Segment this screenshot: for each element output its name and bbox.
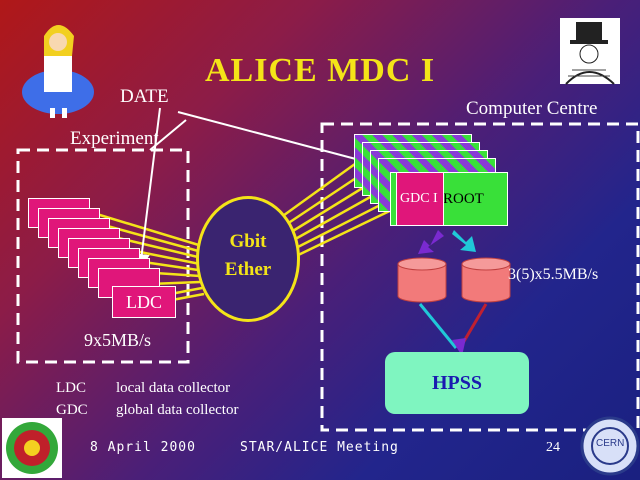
- slide-title: ALICE MDC I: [205, 52, 436, 89]
- gbit-ether-switch: Gbit Ether: [196, 196, 300, 322]
- experiment-frame: [16, 148, 190, 364]
- disk-right: [461, 257, 511, 303]
- root-label: ROOT: [443, 191, 484, 207]
- cern-logo: [580, 416, 640, 476]
- arrow-gdc-to-disk-right: [452, 230, 476, 252]
- legend-ldc-abbr: LDC: [56, 380, 86, 396]
- hpss-arrowhead: [452, 338, 466, 356]
- cern-logo-text: CERN: [596, 438, 625, 449]
- legend-ldc-desc: local data collector: [116, 380, 231, 396]
- mad-hatter-illustration: [560, 18, 620, 85]
- computer-centre-label: Computer Centre: [466, 98, 598, 119]
- disk-left: [397, 257, 447, 303]
- page-number: 24: [546, 440, 560, 455]
- hpss-storage: HPSS: [385, 352, 529, 414]
- ether-label: Ether: [224, 259, 272, 280]
- legend-gdc: GDC global data collector: [56, 402, 238, 419]
- arrow-disk-to-hpss-left: [418, 303, 458, 349]
- date-label: DATE: [120, 86, 169, 107]
- ldc-label: LDC: [126, 292, 162, 312]
- experiment-label: Experiment: [70, 128, 159, 149]
- alice-illustration: [22, 25, 94, 118]
- computer-centre-frame: [320, 122, 640, 432]
- ldc-rate: 9x5MB/s: [84, 330, 152, 350]
- gdc-node-front: GDC I: [396, 172, 444, 226]
- legend-ldc: LDC local data collector: [56, 380, 230, 397]
- ldc-node-front: LDC: [112, 286, 176, 318]
- gbit-label: Gbit: [229, 231, 267, 252]
- footer-date: 8 April 2000: [90, 440, 196, 455]
- gdc-label: GDC I: [400, 191, 438, 206]
- legend-gdc-abbr: GDC: [56, 402, 88, 418]
- experiment-logo: [2, 418, 62, 478]
- footer-event: STAR/ALICE Meeting: [240, 440, 399, 455]
- arrow-gdc-to-disk-left: [418, 230, 444, 254]
- legend-gdc-desc: global data collector: [116, 402, 239, 418]
- disk-rate: 3(5)x5.5MB/s: [508, 266, 599, 283]
